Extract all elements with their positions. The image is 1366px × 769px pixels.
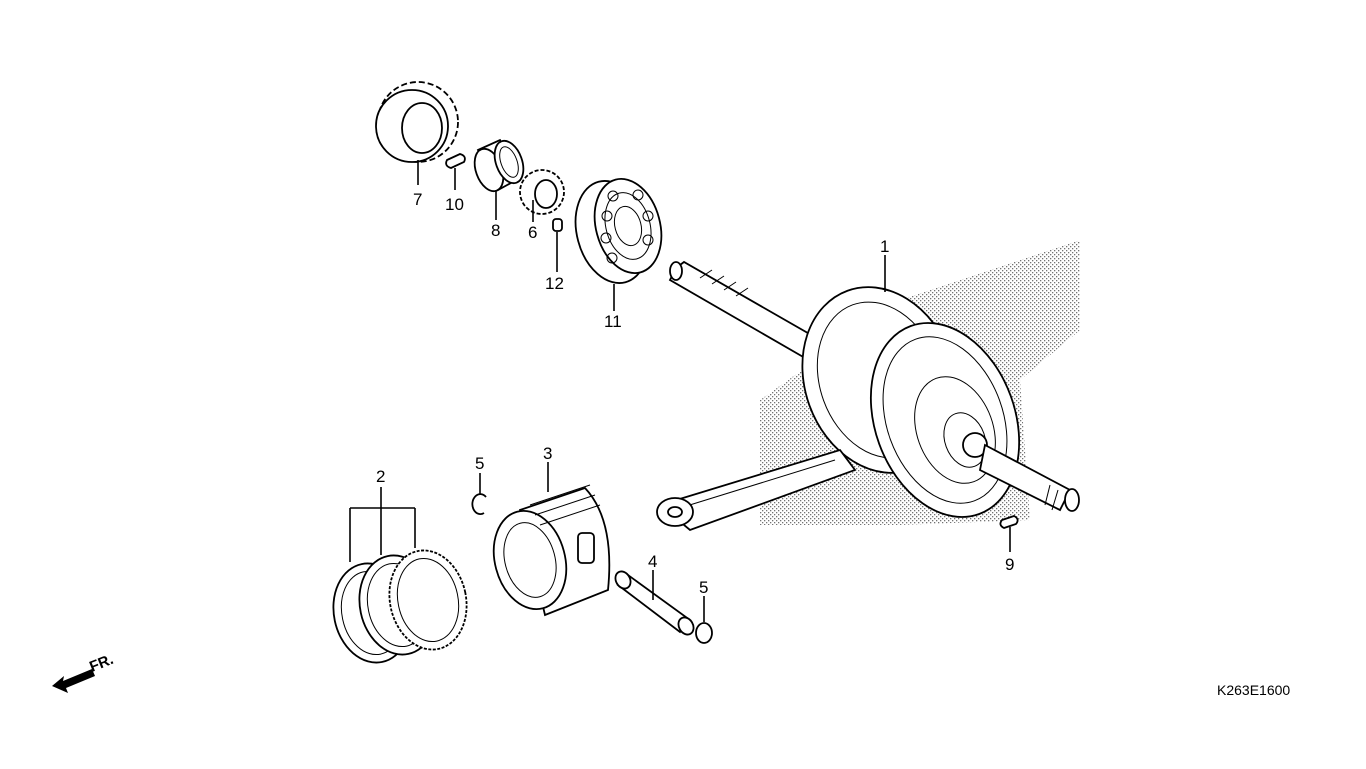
sprocket-part-6	[519, 169, 565, 215]
clip-part-5-lower	[695, 622, 713, 644]
callout-12: 12	[545, 274, 564, 293]
callout-5-lower: 5	[699, 578, 708, 597]
arrow-left-icon	[52, 669, 95, 693]
piston-part-3	[492, 484, 611, 617]
callout-7: 7	[413, 190, 422, 209]
clip-part-5-upper	[471, 493, 487, 515]
key-part-10	[445, 153, 466, 169]
front-direction-indicator: FR.	[52, 651, 116, 693]
callout-11: 11	[604, 312, 622, 331]
piston-pin-part-4	[614, 570, 695, 636]
drawing-code: K263E1600	[1217, 682, 1291, 698]
crankshaft-part	[656, 260, 1080, 532]
direction-label: FR.	[87, 651, 116, 676]
callout-4: 4	[648, 552, 657, 571]
callout-10: 10	[445, 195, 464, 214]
callout-6: 6	[528, 223, 537, 242]
key-part-9	[999, 515, 1019, 529]
callout-1: 1	[880, 237, 889, 256]
leader-lines	[349, 160, 1011, 622]
gear-part-7	[375, 81, 459, 163]
callout-8: 8	[491, 221, 500, 240]
callout-3: 3	[543, 444, 552, 463]
bushing-part-8	[473, 138, 525, 193]
callout-9: 9	[1005, 555, 1014, 574]
callout-labels: 1 2 3 4 5 5 6 7 8 9 10 11 12	[376, 190, 1014, 597]
callout-2: 2	[376, 467, 385, 486]
bearing-part-11	[574, 178, 663, 284]
pin-part-12	[552, 218, 563, 232]
piston-rings-part-2	[332, 549, 468, 664]
callout-5-upper: 5	[475, 454, 484, 473]
